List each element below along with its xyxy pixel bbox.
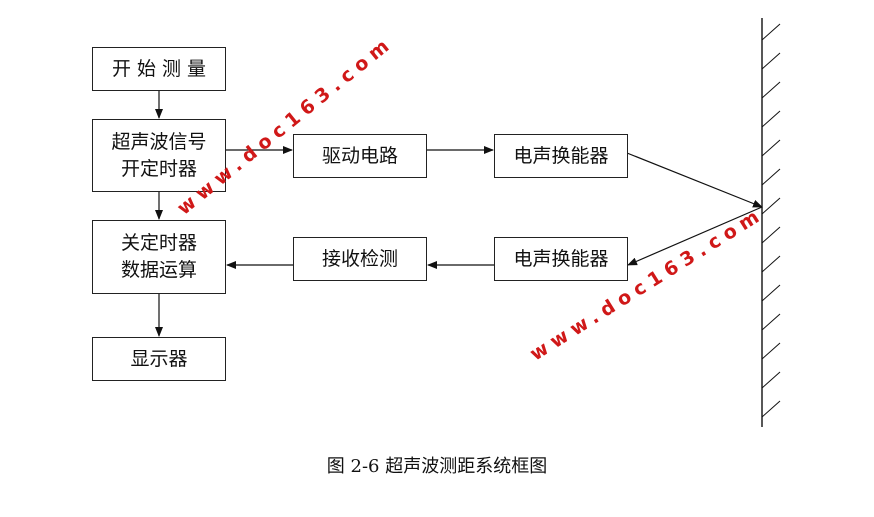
wall-hatch-line	[761, 284, 781, 302]
reflecting-wall	[761, 18, 781, 427]
wall-hatch-line	[761, 197, 781, 215]
start-timer-label-line1: 超声波信号	[111, 130, 207, 153]
figure-caption: 图 2-6 超声波测距系统框图	[326, 456, 548, 477]
transducer-rx-box: 电声换能器	[494, 237, 628, 281]
drive-circuit-box: 驱动电路	[293, 134, 427, 178]
start-timer-label-line2: 开定时器	[120, 157, 197, 180]
wall-hatch-line	[761, 313, 781, 331]
display-label: 显示器	[130, 347, 188, 370]
wall-hatch-line	[761, 139, 781, 157]
wall-hatch-line	[761, 110, 781, 128]
transducer-tx-box: 电声换能器	[494, 134, 628, 178]
wave-path-reflected	[627, 206, 763, 266]
start-measure-label: 开 始 测 量	[111, 57, 207, 80]
transducer-tx-label: 电声换能器	[513, 144, 609, 167]
stop-timer-label-line1: 关定时器	[120, 232, 197, 254]
wall-hatch-line	[761, 342, 781, 360]
wall-hatch-line	[761, 81, 781, 99]
wall-hatch-line	[761, 371, 781, 389]
receive-detect-box: 接收检测	[293, 237, 427, 281]
drive-circuit-label: 驱动电路	[321, 144, 398, 167]
transducer-rx-label: 电声换能器	[513, 247, 609, 270]
start-timer-box: 超声波信号 开定时器	[92, 119, 226, 192]
start-measure-box: 开 始 测 量	[92, 47, 226, 91]
display-box: 显示器	[92, 337, 226, 381]
wall-hatch-line	[761, 23, 781, 41]
wall-hatch-line	[761, 168, 781, 186]
wave-path-outgoing	[626, 152, 763, 208]
wall-hatch-line	[761, 400, 781, 418]
receive-detect-label: 接收检测	[321, 247, 398, 270]
wall-hatch-line	[761, 226, 781, 244]
wall-hatch-line	[761, 255, 781, 273]
wall-hatch-line	[761, 52, 781, 70]
stop-timer-box: 关定时器 数据运算	[92, 220, 226, 294]
stop-timer-label-line2: 数据运算	[120, 259, 197, 281]
